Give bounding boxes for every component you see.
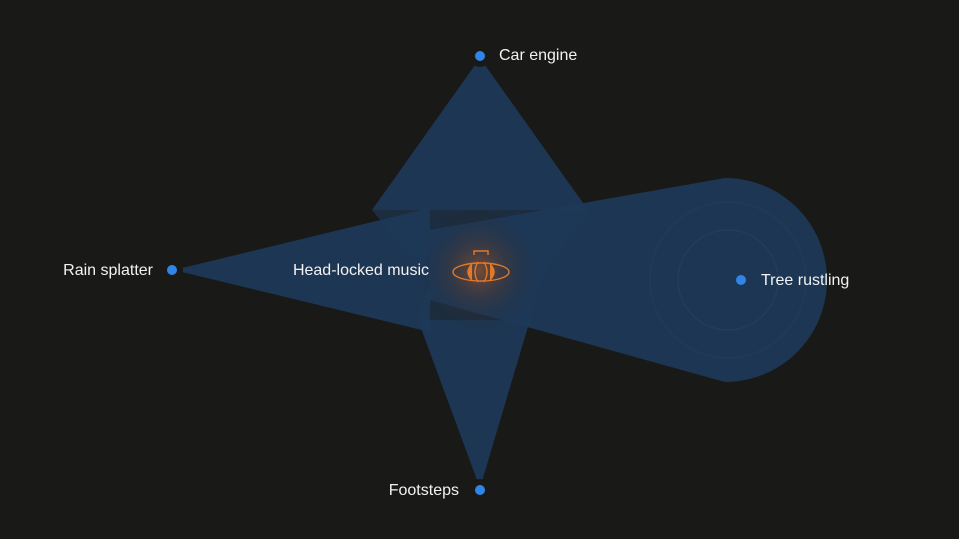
rain-splatter-label: Rain splatter [63,262,153,279]
listener-label: Head-locked music [292,262,429,279]
tree-rustling-label: Tree rustling [761,272,850,289]
tree-rustling-dot [736,275,746,285]
car-engine-dot [475,51,485,61]
tree-rustling-ring-inner [677,229,779,331]
listener-glow [417,208,541,332]
rain-splatter-beam [174,208,430,332]
headset-icon [452,250,510,283]
car-engine-beam [372,58,588,210]
tree-rustling-ring-outer [649,201,807,359]
footsteps-beam [418,320,530,488]
car-engine-label: Car engine [499,47,578,64]
rain-splatter-dot [167,265,177,275]
footsteps-dot [475,485,485,495]
footsteps-label: Footsteps [388,482,459,499]
